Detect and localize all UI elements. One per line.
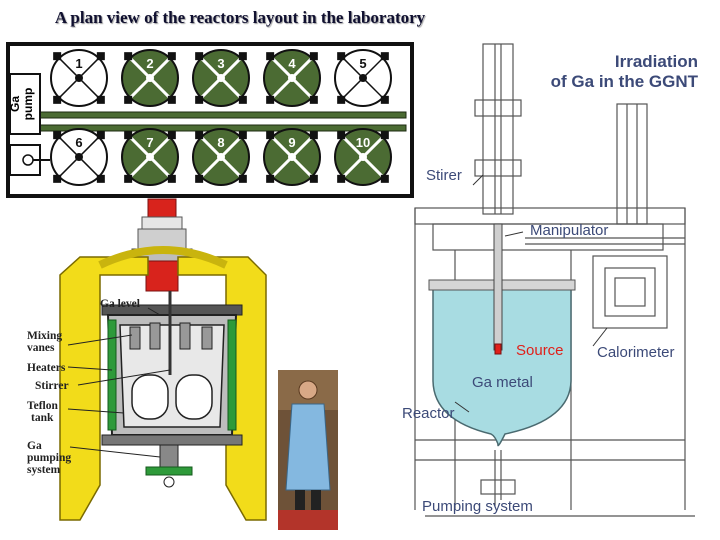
reactor-number-10: 10 [356,135,370,150]
source-marker [494,343,502,355]
mixing-vanes [129,322,213,350]
reactor-number-2: 2 [146,56,153,71]
pump-label-ga: Ga [8,96,22,112]
chamber-right [175,374,213,420]
label-calorimeter: Calorimeter [597,344,675,361]
ggnt-schematic [414,43,695,517]
label-pumping-line1: Ga [27,440,42,452]
reactor-unit-5: 5 [334,49,392,107]
label-source: Source [516,342,564,359]
label-mixing-vanes: Mixing vanes [27,330,62,354]
label-heaters: Heaters [27,362,66,374]
reactor-unit-10: 10 [334,128,392,186]
frame-right [177,256,267,521]
label-ga-pumping-system: Ga pumping system [27,440,71,476]
reactor-number-9: 9 [288,135,295,150]
calorimeter-box [592,255,668,329]
label-stirer: Stirer [426,167,462,184]
reactor-unit-7: 7 [121,128,179,186]
motor-cap [147,198,177,218]
label-reactor: Reactor [402,405,455,422]
label-stirrer: Stirrer [35,380,69,392]
reactor-unit-9: 9 [263,128,321,186]
reactor-unit-8: 8 [192,128,250,186]
label-ga-metal: Ga metal [472,374,533,391]
page-title: A plan view of the reactors layout in th… [54,8,426,27]
label-irradiation: Irradiation of Ga in the GGNT [520,52,698,92]
heater-right [227,319,237,431]
label-pumping-line3: system [27,464,61,476]
frame-left [59,256,149,521]
drive-column [145,260,179,292]
label-teflon-line2: tank [31,412,54,424]
reactor-number-3: 3 [217,56,224,71]
reactor-vessel [432,287,572,447]
reactor-unit-1: 1 [50,49,108,107]
reactor-number-6: 6 [75,135,82,150]
stirrer-shaft-rhs [493,223,503,351]
reactor-number-8: 8 [217,135,224,150]
chamber-left [131,374,169,420]
reactor-unit-4: 4 [263,49,321,107]
label-irradiation-line2: of Ga in the GGNT [550,72,698,91]
reactor-unit-6: 6 [50,128,108,186]
reactor-unit-2: 2 [121,49,179,107]
label-pumping-system: Pumping system [422,498,533,515]
label-teflon-line1: Teflon [27,400,58,412]
reactor-number-5: 5 [359,56,366,71]
reactor-units: 1 2 3 4 5 6 7 8 9 10 [50,49,392,186]
reactor-number-7: 7 [146,135,153,150]
stirer-tower [482,43,514,215]
label-irradiation-line1: Irradiation [614,52,698,71]
label-mixing-line1: Mixing [27,330,63,342]
reactor-number-4: 4 [288,56,296,71]
pump-label-pump: pump [21,88,35,121]
label-pumping-line2: pumping [27,452,72,464]
label-manipulator: Manipulator [530,222,609,239]
scientist-photo [278,370,338,530]
heater-left [107,319,117,431]
label-mixing-line2: vanes [27,342,55,354]
reactor-unit-3: 3 [192,49,250,107]
person-head [298,380,318,400]
pipe-main [35,111,407,119]
reactor-plan-view: Ga pump 1 2 3 4 5 6 7 8 9 10 [6,42,414,198]
person-coat [285,403,331,491]
reactor-number-1: 1 [75,56,82,71]
label-teflon-tank: Teflon tank [27,400,58,424]
pump-valve [145,466,193,476]
ga-pump-box [9,73,41,135]
reactor-cutaway-drawing [59,198,267,521]
label-ga-level: Ga level [100,298,140,310]
